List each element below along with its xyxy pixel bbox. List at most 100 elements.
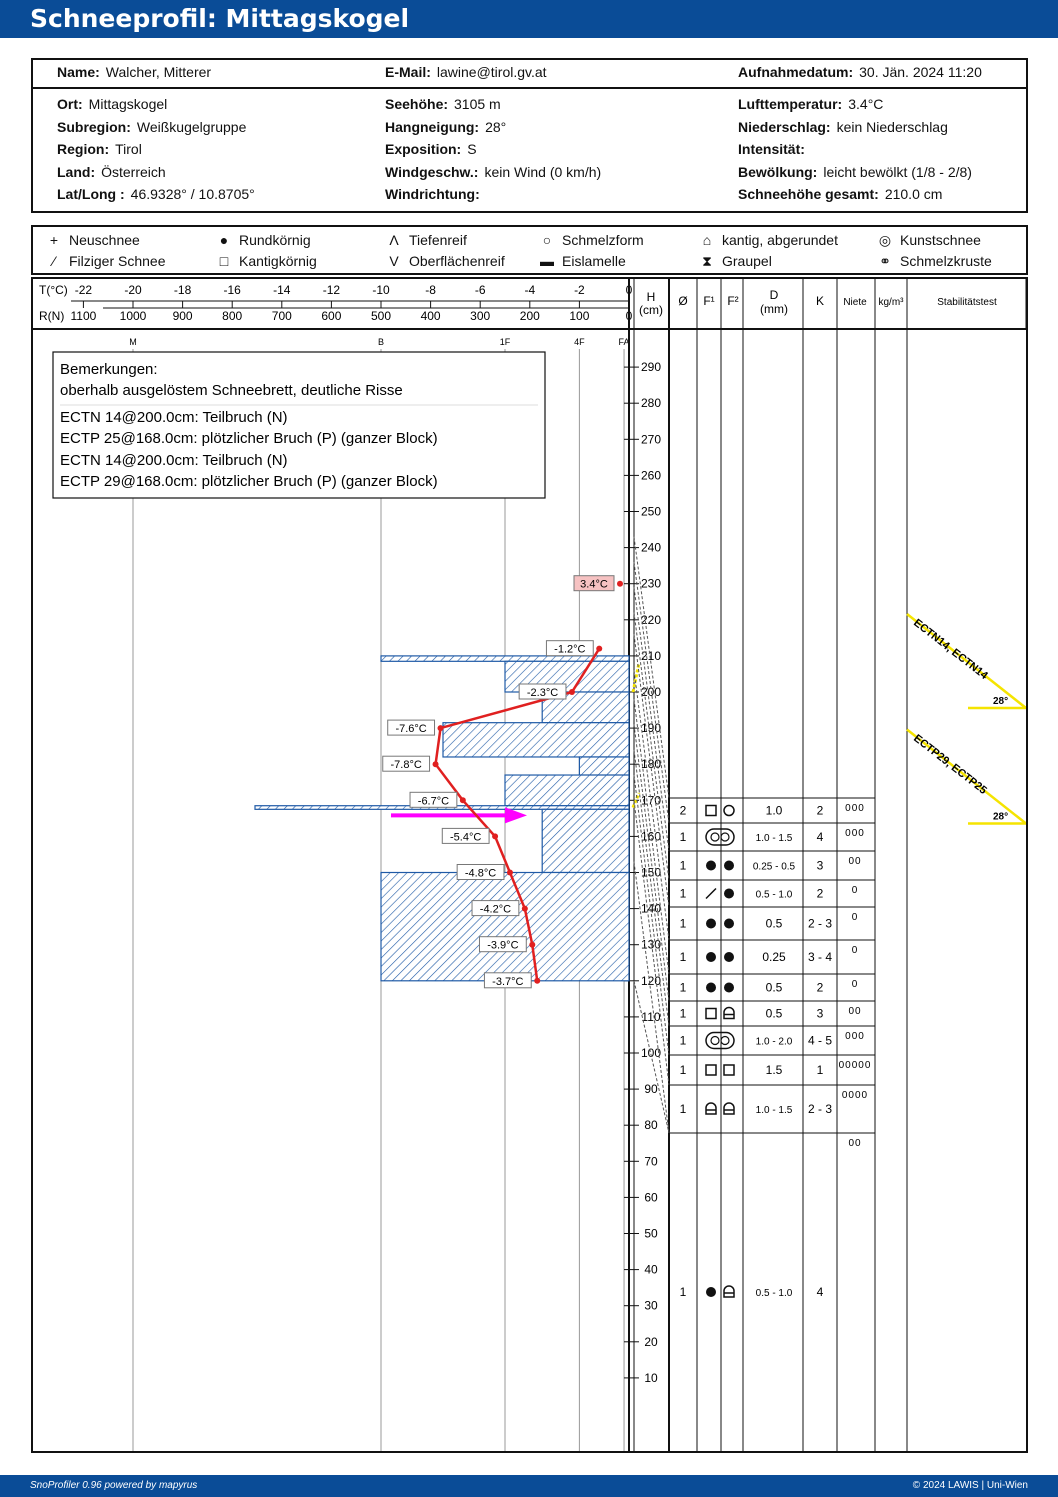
- layer-grain-size: 1.5: [766, 1063, 783, 1077]
- temperature-point: [506, 869, 513, 876]
- metadata-field: Lufttemperatur:3.4°C: [738, 96, 884, 112]
- layer-niete: 00: [848, 1006, 861, 1017]
- temperature-label-box: [382, 755, 431, 772]
- temperature-label: -3.7°C: [492, 976, 523, 988]
- layer-hardness: 2: [817, 887, 824, 901]
- h-tick-label: 90: [644, 1082, 658, 1096]
- layer-grain-size: 0.5 - 1.0: [756, 1288, 793, 1299]
- h-tick-label: 70: [644, 1154, 658, 1168]
- legend-item: ⧗Graupel: [696, 253, 772, 270]
- angular-rounded-icon: [723, 1006, 735, 1020]
- hardness-layer: [578, 756, 630, 776]
- bar-icon: ▬: [540, 253, 554, 269]
- graupel-icon: ⧗: [702, 253, 712, 269]
- stability-slope: [906, 728, 1027, 825]
- remarks-line: ECTN 14@200.0cm: Teilbruch (N): [60, 409, 288, 426]
- layer-wetness: 1: [680, 950, 687, 964]
- hardness-layer: [504, 774, 630, 807]
- layer-niete: 0000: [842, 1090, 868, 1101]
- melt-crust-icon: [705, 828, 735, 846]
- h-tick-label: 40: [644, 1263, 658, 1277]
- r-tick-label: 900: [173, 309, 193, 323]
- h-tick-label: 10: [644, 1371, 658, 1385]
- weak-layer-marker: [631, 792, 641, 809]
- temperature-point: [432, 761, 439, 768]
- r-tick-label: 1100: [70, 309, 96, 323]
- layer-hardness: 1: [817, 1063, 824, 1077]
- h-tick-label: 280: [641, 396, 661, 410]
- metadata-field: Windgeschw.:kein Wind (0 km/h): [385, 163, 602, 180]
- t-tick-label: -22: [75, 283, 93, 297]
- temperature-label-box: [387, 719, 436, 736]
- layer-hardness: 4 - 5: [808, 1034, 832, 1048]
- h-axis-title: H: [647, 290, 656, 304]
- layer-wetness: 2: [680, 804, 687, 818]
- layer-grain-size: 0.25 - 0.5: [753, 862, 796, 873]
- stability-test-label: ECTP29, ECTP25: [911, 732, 989, 796]
- metadata-field: Bewölkung:leicht bewölkt (1/8 - 2/8): [738, 163, 972, 180]
- layer-wetness: 1: [680, 1007, 687, 1021]
- h-tick-label: 50: [644, 1227, 658, 1241]
- temperature-point: [437, 725, 444, 732]
- filled-circle-icon: [706, 860, 716, 871]
- table-header-cell: Stabilitätstest: [937, 297, 997, 308]
- table-header-unit: (mm): [760, 302, 788, 316]
- layer-hardness: 3: [817, 1007, 824, 1021]
- layer-wetness: 1: [680, 1285, 687, 1299]
- filled-circle-icon: [706, 1287, 716, 1297]
- layer-hardness: 4: [817, 830, 824, 844]
- filled-circle-icon: [724, 888, 734, 899]
- page-header: Schneeprofil: Mittagskogel: [0, 0, 1058, 38]
- h-tick-label: 60: [644, 1190, 658, 1204]
- remarks-title: Bemerkungen:: [60, 361, 158, 378]
- layer-grain-size: 0.25: [762, 950, 786, 964]
- filled-circle-icon: [724, 918, 734, 929]
- h-tick-label: 30: [644, 1299, 658, 1313]
- layer-connector: [633, 561, 670, 824]
- legend-item: ●Rundkörnig: [213, 232, 311, 248]
- footer-copyright: © 2024 LAWIS | Uni-Wien: [912, 1480, 1028, 1491]
- layer-connector: [633, 536, 670, 799]
- layer-niete: 000: [845, 1031, 865, 1042]
- temperature-label: -2.3°C: [527, 687, 558, 699]
- hardness-mark: 1F: [500, 337, 511, 347]
- hardness-layer: [541, 808, 630, 874]
- layer-niete: 00000: [839, 1060, 872, 1071]
- temperature-point: [521, 905, 528, 912]
- h-tick-label: 240: [641, 541, 661, 555]
- t-tick-label: -14: [273, 283, 291, 297]
- temperature-point: [529, 941, 536, 948]
- r-tick-label: 1000: [120, 309, 147, 323]
- layer-niete: 0: [852, 912, 859, 923]
- h-tick-label: 270: [641, 432, 661, 446]
- melt-crust-icon: [710, 1035, 720, 1046]
- legend-item: □Kantigkörnig: [213, 253, 317, 269]
- remarks-line: ECTN 14@200.0cm: Teilbruch (N): [60, 452, 288, 469]
- table-header-cell: Niete: [843, 297, 867, 308]
- angular-rounded-icon: [723, 1102, 735, 1115]
- hardness-layer: [442, 722, 630, 758]
- layer-hardness: 3: [817, 859, 824, 873]
- temperature-label: -6.7°C: [418, 795, 449, 807]
- temperature-label-box: [573, 575, 615, 592]
- filled-circle-icon: [724, 952, 734, 962]
- layer-hardness: 4: [817, 1285, 824, 1299]
- t-tick-label: -4: [524, 283, 535, 297]
- observer-email: E-Mail:lawine@tirol.gv.at: [385, 64, 547, 80]
- layer-niete: 0: [852, 945, 859, 956]
- hardness-mark: B: [378, 337, 384, 347]
- temperature-label-box: [518, 683, 567, 700]
- open-circle-icon: [723, 804, 735, 817]
- layer-connector: [633, 699, 670, 975]
- stability-slope-angle: 28°: [993, 812, 1008, 823]
- remarks-box: [52, 351, 546, 499]
- temperature-label-box: [478, 936, 527, 953]
- layer-hardness: 2 - 3: [808, 917, 832, 931]
- temperature-point: [492, 833, 499, 840]
- filled-circle-icon: ●: [219, 232, 229, 248]
- layer-connector: [633, 980, 670, 1134]
- layer-wetness: 1: [680, 1063, 687, 1077]
- layer-connector: [633, 670, 670, 941]
